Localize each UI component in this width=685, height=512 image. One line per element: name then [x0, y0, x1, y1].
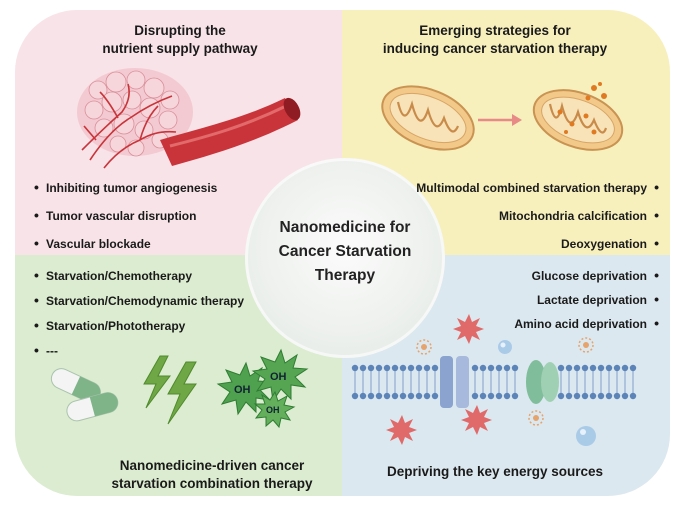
- glucose-molecule-icon: [416, 337, 594, 426]
- oh-label: OH: [270, 371, 287, 383]
- oh-label: OH: [234, 384, 251, 396]
- oh-label: OH: [266, 405, 280, 415]
- tumor-blood-vessel-icon: [77, 68, 301, 169]
- list-item: ---: [34, 338, 244, 364]
- list-item: Inhibiting tumor angiogenesis: [34, 173, 217, 202]
- list-item: Vascular blockade: [34, 229, 217, 258]
- list-item: Amino acid deprivation: [514, 311, 659, 336]
- title-line: Disrupting the: [134, 23, 226, 38]
- list-item: Deoxygenation: [416, 229, 659, 258]
- lactate-sphere-icon: [498, 340, 596, 446]
- title-line: Depriving the key energy sources: [386, 464, 604, 479]
- energy-sources-list: Glucose deprivation Lactate deprivation …: [514, 263, 659, 336]
- title-line: inducing cancer starvation therapy: [382, 41, 608, 56]
- emerging-strategies-title: Emerging strategies for inducing cancer …: [340, 22, 650, 58]
- central-title-line: Therapy: [314, 267, 376, 284]
- list-item: Starvation/Chemodynamic therapy: [34, 288, 244, 314]
- list-item: Tumor vascular disruption: [34, 201, 217, 230]
- list-item: Starvation/Chemotherapy: [34, 263, 244, 289]
- combination-therapy-title: Nanomedicine-driven cancer starvation co…: [92, 457, 332, 493]
- emerging-strategies-list: Multimodal combined starvation therapy M…: [416, 173, 659, 258]
- hydroxyl-radical-icon: [216, 348, 309, 429]
- pill-capsules-icon: [50, 368, 119, 422]
- list-item: Glucose deprivation: [514, 263, 659, 288]
- lightning-bolt-icon: [143, 355, 197, 425]
- nutrient-supply-list: Inhibiting tumor angiogenesis Tumor vasc…: [34, 173, 217, 258]
- cell-membrane-icon: [351, 356, 637, 408]
- calcified-mitochondria-icon: [532, 82, 624, 151]
- center-circle: [245, 158, 445, 358]
- title-line: starvation combination therapy: [111, 476, 313, 491]
- list-item: Mitochondria calcification: [416, 201, 659, 230]
- title-line: Emerging strategies for: [419, 23, 571, 38]
- central-title-line: Cancer Starvation: [278, 243, 412, 260]
- list-item: Lactate deprivation: [514, 287, 659, 312]
- energy-sources-title: Depriving the key energy sources: [360, 463, 630, 481]
- amino-acid-spike-icon: [386, 314, 492, 445]
- list-item: Multimodal combined starvation therapy: [416, 173, 659, 202]
- title-line: nutrient supply pathway: [102, 41, 258, 56]
- title-line: Nanomedicine-driven cancer: [119, 458, 305, 473]
- central-title: Nanomedicine for Cancer Starvation Thera…: [245, 216, 445, 288]
- combination-therapy-list: Starvation/Chemotherapy Starvation/Chemo…: [34, 263, 244, 364]
- list-item: Starvation/Phototherapy: [34, 313, 244, 339]
- central-title-line: Nanomedicine for: [279, 219, 411, 236]
- arrow-icon: [478, 114, 522, 126]
- mitochondria-icon: [381, 85, 475, 151]
- nutrient-supply-title: Disrupting the nutrient supply pathway: [80, 22, 280, 58]
